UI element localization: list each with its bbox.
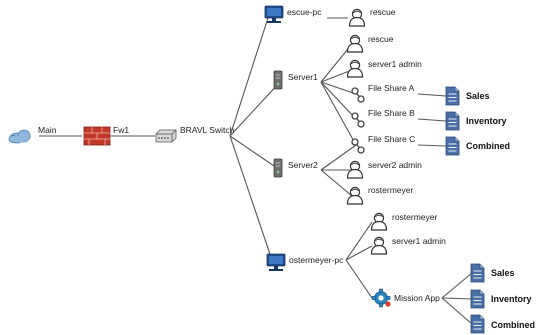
edge-server1-admin xyxy=(320,69,353,83)
node-server1-label: Server1 xyxy=(288,72,318,82)
user-icon xyxy=(370,236,388,255)
edge-server2-rostermeyer xyxy=(320,169,353,197)
monitor-icon xyxy=(266,253,286,272)
node-file-share-b-label: File Share B xyxy=(368,108,415,118)
edge-switch-server2 xyxy=(229,135,281,171)
edge-server1-shareB xyxy=(320,81,357,120)
edge-app-sales xyxy=(441,272,473,299)
node-mission-app[interactable]: Mission App xyxy=(371,288,440,308)
edge-server2-shareC xyxy=(320,144,357,171)
node-server1[interactable]: Server1 xyxy=(273,70,318,90)
node-file-share-a[interactable]: File Share A xyxy=(351,83,415,103)
node-opc-rostermeyer[interactable]: rostermeyer xyxy=(370,212,438,231)
node-server2-label: Server2 xyxy=(288,160,318,170)
node-server1-rescue-label: rescue xyxy=(368,34,394,44)
firewall-icon xyxy=(83,126,111,146)
node-file-share-c[interactable]: File Share C xyxy=(351,134,415,154)
node-file-share-c-label: File Share C xyxy=(368,134,415,144)
edge-switch-ostermeyerpc xyxy=(229,135,273,261)
node-fw1-label: Fw1 xyxy=(113,125,129,135)
document-icon xyxy=(470,314,485,334)
node-sales-doc-label: Sales xyxy=(466,91,490,101)
document-icon xyxy=(445,136,460,156)
node-combined-doc[interactable]: Combined xyxy=(445,136,510,156)
node-combined-doc-label: Combined xyxy=(466,141,510,151)
edge-shareB-inventory xyxy=(417,118,447,122)
node-switch[interactable]: BRAVL Switch xyxy=(155,125,235,143)
node-file-share-b[interactable]: File Share B xyxy=(351,108,415,128)
node-rescue-pc-user-label: rescue xyxy=(370,7,396,17)
node-app-combined[interactable]: Combined xyxy=(470,314,535,334)
gear-app-icon xyxy=(371,288,391,308)
file-share-icon xyxy=(351,112,365,128)
user-icon xyxy=(348,8,366,27)
edge-switch-server1 xyxy=(229,81,281,137)
edge-server1-shareA xyxy=(320,81,357,95)
node-rescue-pc[interactable]: escue-pc xyxy=(264,5,322,24)
edges xyxy=(39,17,473,325)
node-fw1[interactable]: Fw1 xyxy=(83,125,129,146)
node-main-label: Main xyxy=(38,125,57,135)
node-ostermeyer-pc-label: ostermeyer-pc xyxy=(289,255,344,265)
node-server1-admin[interactable]: server1 admin xyxy=(346,59,423,78)
document-icon xyxy=(445,111,460,131)
node-app-inventory[interactable]: Inventory xyxy=(470,289,532,309)
node-server2-rostermeyer[interactable]: rostermeyer xyxy=(346,185,414,205)
node-app-sales[interactable]: Sales xyxy=(470,263,515,283)
switch-icon xyxy=(155,129,177,143)
node-switch-label: BRAVL Switch xyxy=(180,125,235,135)
server-icon xyxy=(273,158,283,178)
edge-shareC-combined xyxy=(417,144,447,147)
user-icon xyxy=(346,186,364,205)
cloud-icon xyxy=(8,129,31,144)
node-app-combined-label: Combined xyxy=(491,320,535,330)
node-server2[interactable]: Server2 xyxy=(273,158,318,178)
node-inventory-doc-label: Inventory xyxy=(466,116,507,126)
node-sales-doc[interactable]: Sales xyxy=(445,86,490,106)
user-icon xyxy=(346,34,364,53)
edge-server1-rescue xyxy=(320,43,353,83)
edge-server1-shareC xyxy=(320,81,357,146)
node-opc-rostermeyer-label: rostermeyer xyxy=(392,212,438,222)
node-rescue-pc-label: escue-pc xyxy=(287,7,322,17)
node-app-sales-label: Sales xyxy=(491,268,515,278)
node-server1-rescue[interactable]: rescue xyxy=(346,34,394,53)
node-server2-admin-label: server2 admin xyxy=(368,160,422,170)
edge-app-inventory xyxy=(441,297,473,300)
node-server2-rostermeyer-label: rostermeyer xyxy=(368,185,414,195)
user-icon xyxy=(370,212,388,231)
edge-opc-missionapp xyxy=(345,259,373,299)
node-opc-server1-admin-label: server1 admin xyxy=(392,236,446,246)
server-icon xyxy=(273,70,283,90)
node-main[interactable]: Main xyxy=(8,125,57,144)
node-file-share-a-label: File Share A xyxy=(368,83,415,93)
node-rescue-pc-user[interactable]: rescue xyxy=(348,7,396,27)
edge-switch-rescuepc xyxy=(229,17,269,137)
edge-opc-admin xyxy=(345,245,373,261)
edge-opc-rostermeyer xyxy=(345,221,373,261)
node-server1-admin-label: server1 admin xyxy=(368,59,422,69)
node-ostermeyer-pc[interactable]: ostermeyer-pc xyxy=(266,253,344,272)
document-icon xyxy=(470,289,485,309)
node-mission-app-label: Mission App xyxy=(394,293,440,303)
edge-shareA-sales xyxy=(417,93,447,97)
node-server2-admin[interactable]: server2 admin xyxy=(346,160,423,179)
document-icon xyxy=(470,263,485,283)
edge-app-combined xyxy=(441,297,473,325)
node-opc-server1-admin[interactable]: server1 admin xyxy=(370,236,447,255)
document-icon xyxy=(445,86,460,106)
node-inventory-doc[interactable]: Inventory xyxy=(445,111,507,131)
file-share-icon xyxy=(351,87,365,103)
user-icon xyxy=(346,59,364,78)
node-app-inventory-label: Inventory xyxy=(491,294,532,304)
